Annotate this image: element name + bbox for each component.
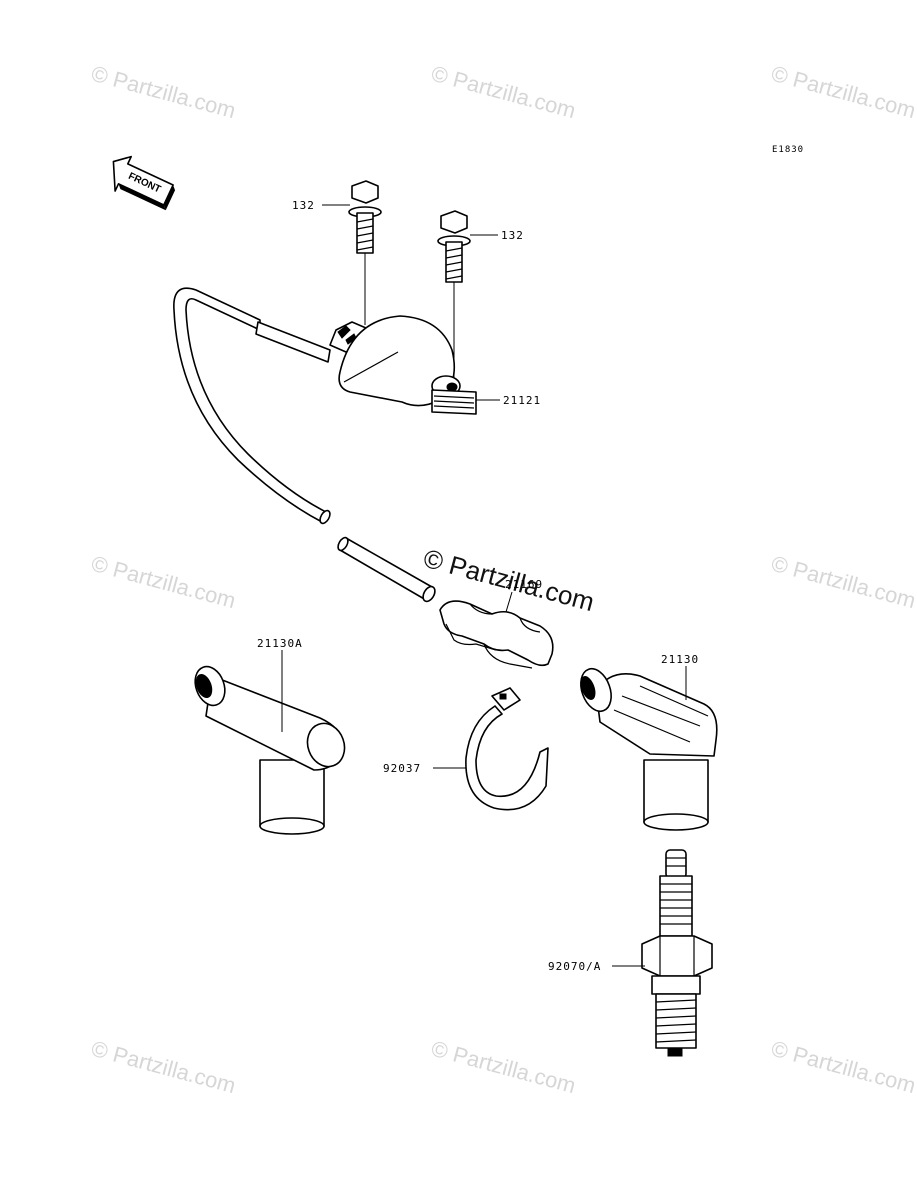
svg-text:© Partzilla.com: © Partzilla.com: [429, 1036, 579, 1099]
label-132-left: 132: [292, 199, 315, 212]
watermark: © Partzilla.com: [769, 61, 917, 124]
label-132-right: 132: [501, 229, 524, 242]
spark-plug: [641, 849, 713, 1057]
svg-text:© Partzilla.com: © Partzilla.com: [429, 61, 579, 124]
plug-cap-a: [194, 665, 346, 835]
watermark: © Partzilla.com: [89, 61, 239, 124]
svg-text:© Partzilla.com: © Partzilla.com: [769, 1036, 917, 1099]
plug-cap: [580, 667, 718, 831]
watermark: © Partzilla.com: [769, 551, 917, 614]
watermark: © Partzilla.com: [89, 1036, 239, 1099]
label-21130A: 21130A: [257, 637, 303, 650]
label-21169: 21169: [505, 578, 543, 591]
bolt-right: [437, 210, 471, 385]
svg-text:© Partzilla.com: © Partzilla.com: [89, 551, 239, 614]
svg-text:© Partzilla.com: © Partzilla.com: [89, 61, 239, 124]
clamp: [439, 600, 554, 669]
watermark: © Partzilla.com: [769, 1036, 917, 1099]
watermark: © Partzilla.com: [429, 61, 579, 124]
ignition-cable: [173, 287, 436, 603]
band: [465, 687, 549, 811]
label-21130: 21130: [661, 653, 699, 666]
front-arrow-icon: FRONT: [112, 155, 176, 211]
svg-text:© Partzilla.com: © Partzilla.com: [769, 551, 917, 614]
diagram-code: E1830: [772, 145, 804, 155]
label-92070A: 92070/A: [548, 960, 601, 973]
watermark: © Partzilla.com: [429, 1036, 579, 1099]
svg-text:© Partzilla.com: © Partzilla.com: [769, 61, 917, 124]
watermark: © Partzilla.com: [89, 551, 239, 614]
bolt-left: [348, 180, 382, 325]
label-92037: 92037: [383, 762, 421, 775]
ignition-coil: [255, 315, 477, 415]
label-21121: 21121: [503, 394, 541, 407]
svg-text:© Partzilla.com: © Partzilla.com: [89, 1036, 239, 1099]
